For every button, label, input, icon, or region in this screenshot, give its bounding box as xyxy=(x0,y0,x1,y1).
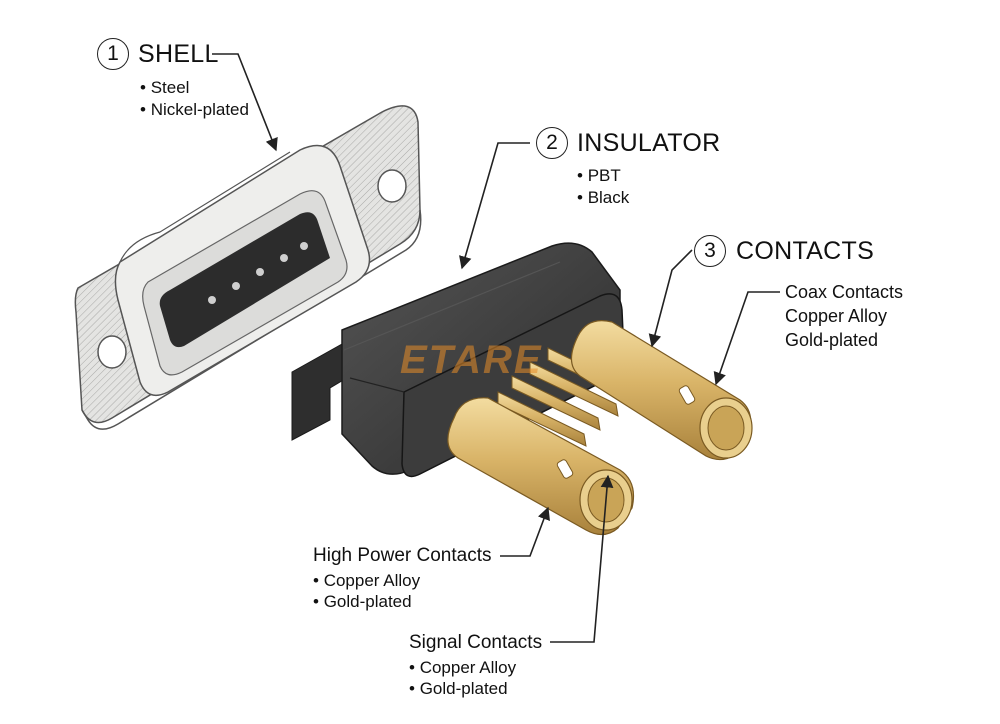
shell-title: SHELL xyxy=(138,40,219,68)
coax-spec: Gold-plated xyxy=(785,330,879,350)
signal-label: Signal Contacts xyxy=(409,632,543,653)
signal-spec: Gold-plated xyxy=(409,679,508,699)
part-number-badge: 2 xyxy=(536,127,568,159)
shell-spec: Steel xyxy=(140,78,190,98)
contacts-title: CONTACTS xyxy=(736,237,875,265)
part-number-badge: 3 xyxy=(694,235,726,267)
watermark: ETARE xyxy=(400,338,543,382)
leader-lines xyxy=(212,53,780,643)
part-number-badge: 1 xyxy=(97,38,129,70)
shell-spec: Nickel-plated xyxy=(140,100,249,120)
insulator-spec: Black xyxy=(577,188,630,208)
high-power-spec: Gold-plated xyxy=(313,592,412,612)
high-power-label: High Power Contacts xyxy=(313,545,492,566)
signal-spec: Copper Alloy xyxy=(409,658,516,678)
high-power-spec: Copper Alloy xyxy=(313,571,420,591)
coax-label: Coax Contacts xyxy=(785,282,904,302)
coax-spec: Copper Alloy xyxy=(785,306,888,326)
insulator-spec: PBT xyxy=(577,166,621,186)
insulator-title: INSULATOR xyxy=(577,129,721,157)
shell-connector-illustration xyxy=(74,105,422,430)
